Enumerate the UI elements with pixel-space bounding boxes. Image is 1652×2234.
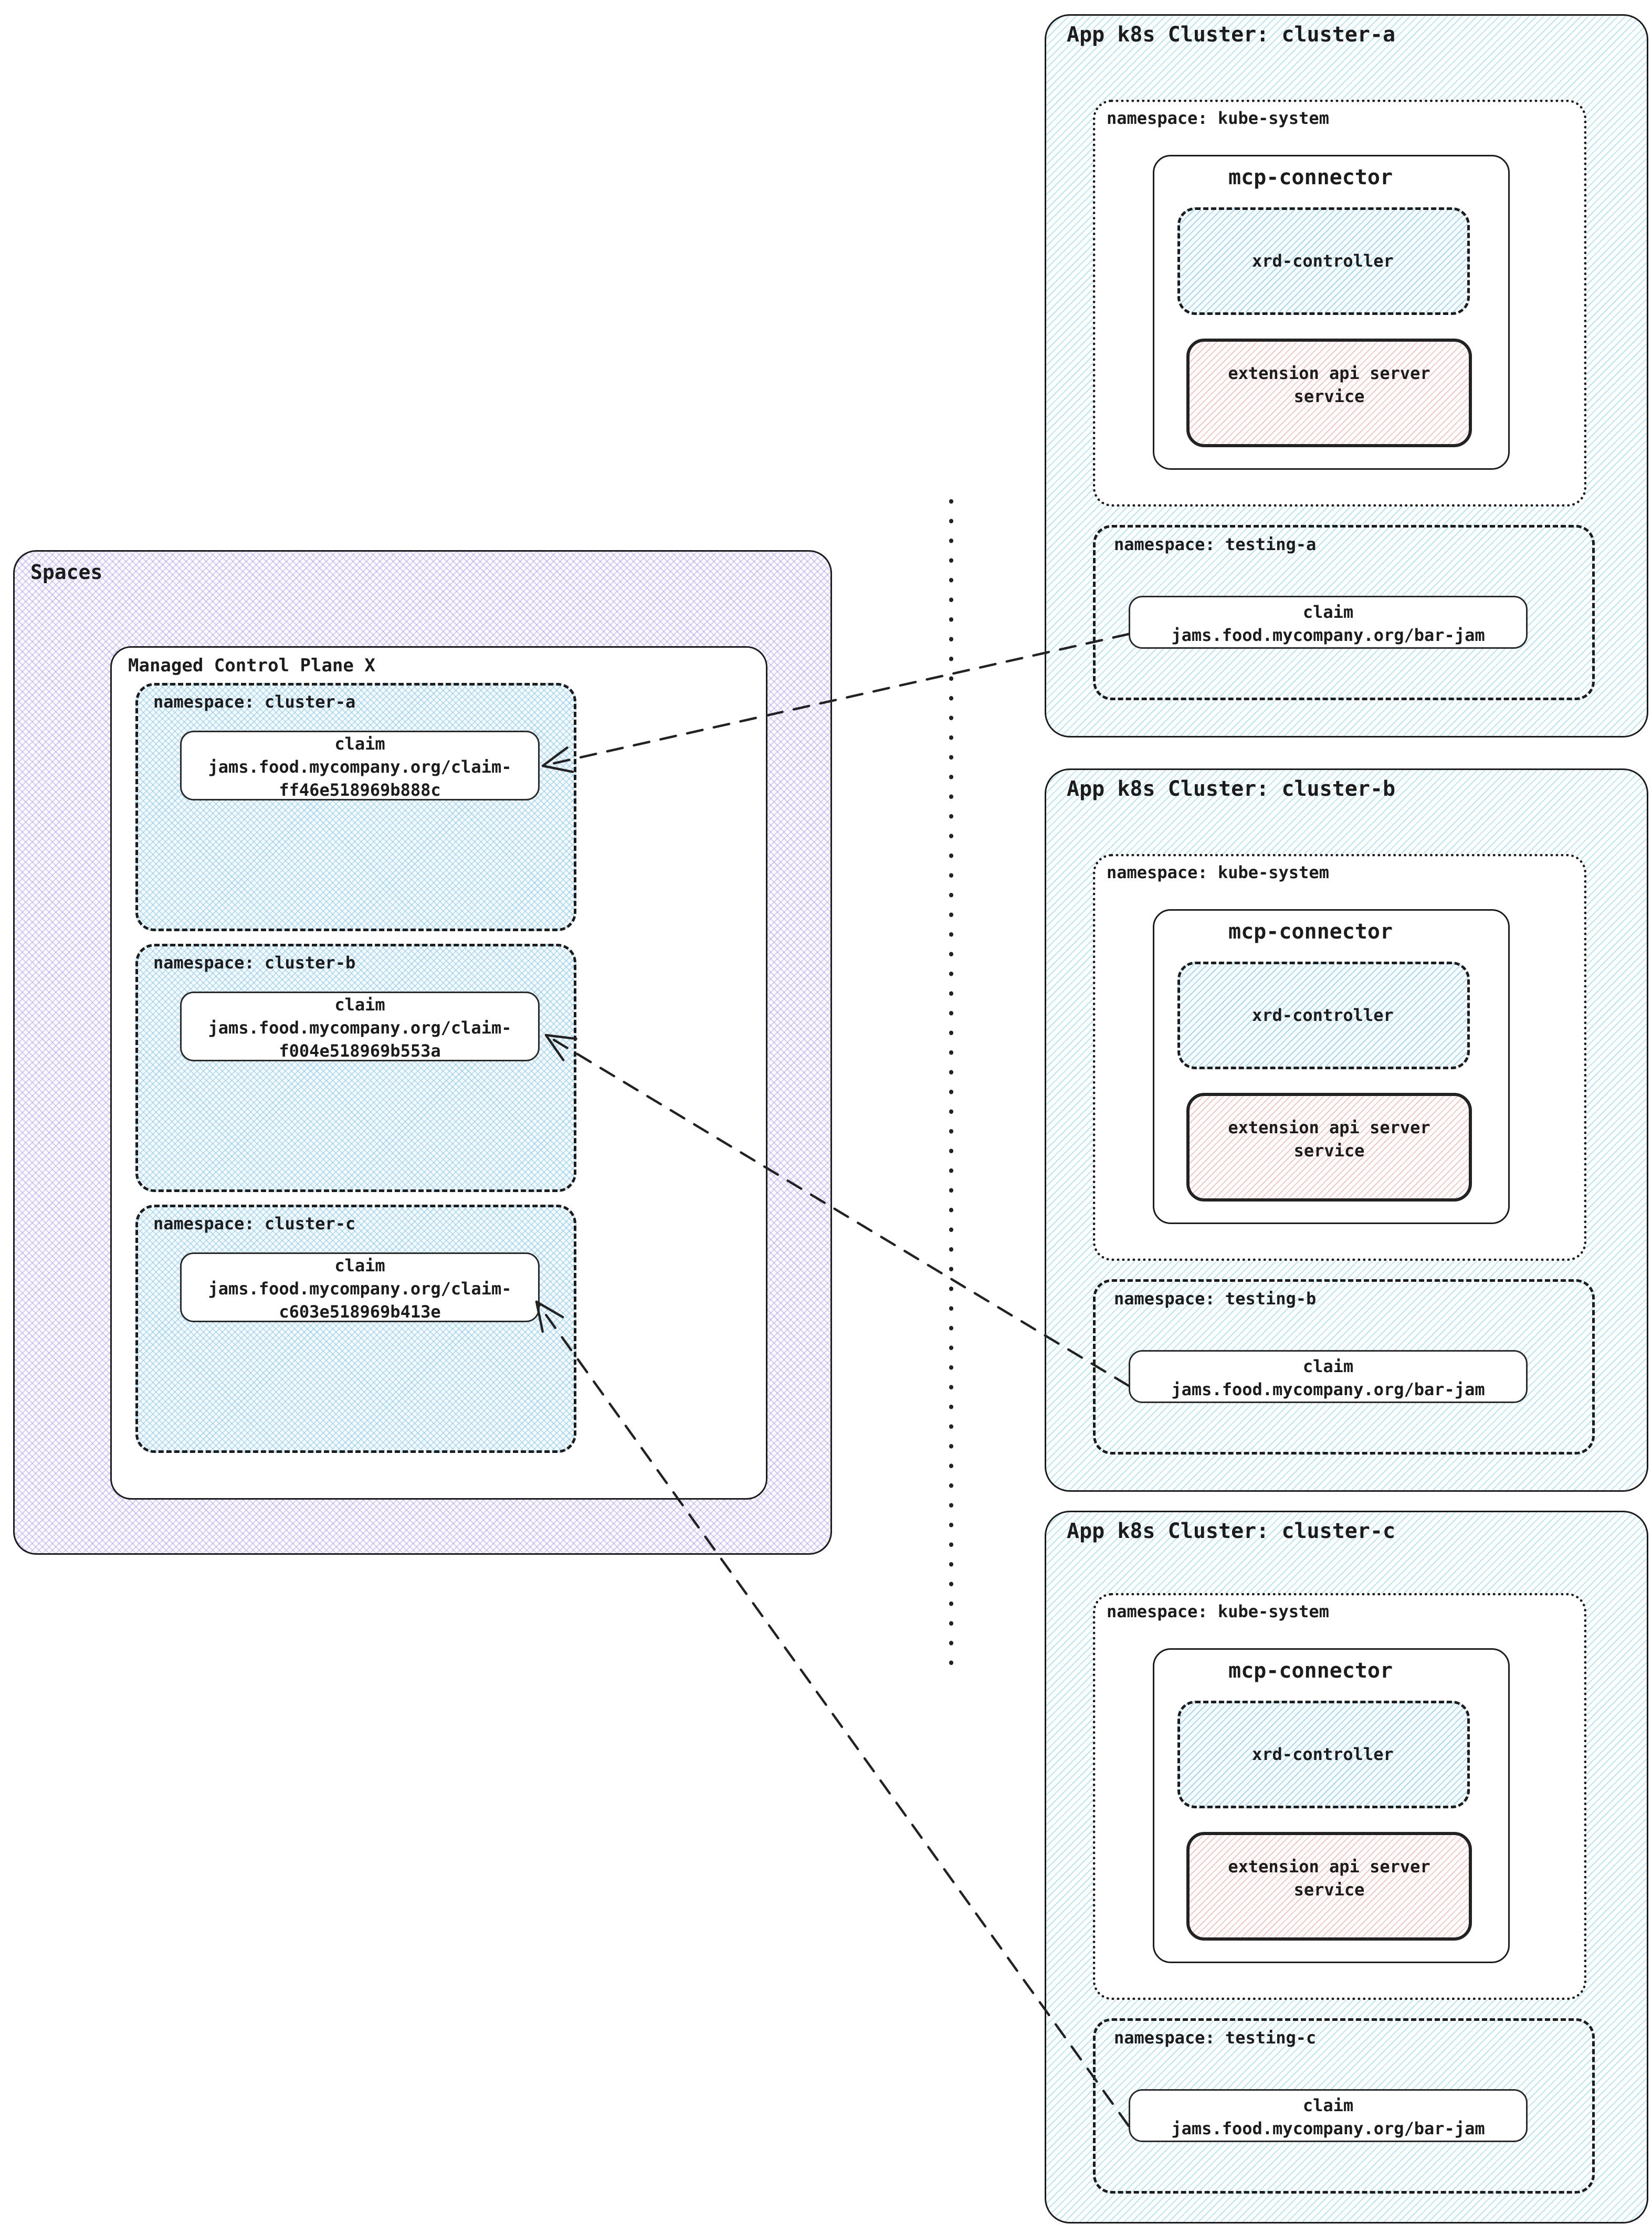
xrd-controller-label-b: xrd-controller bbox=[1252, 1005, 1394, 1025]
claim-c-line-2: jams.food.mycompany.org/claim- bbox=[208, 1279, 512, 1299]
spaces-label: Spaces bbox=[30, 561, 103, 584]
claim-c-line-1: claim bbox=[334, 1256, 385, 1276]
extension-api-line-2-b: service bbox=[1293, 1141, 1365, 1161]
claim-box-cluster-a: claim jams.food.mycompany.org/claim- ff4… bbox=[180, 731, 540, 800]
extension-api-line-2-a: service bbox=[1293, 386, 1365, 406]
extension-api-server-box-b: extension api server service bbox=[1186, 1093, 1472, 1202]
claim-box-cluster-b: claim jams.food.mycompany.org/claim- f00… bbox=[180, 992, 540, 1061]
testing-b-namespace-label: namespace: testing-b bbox=[1114, 1289, 1317, 1309]
extension-api-line-1-a: extension api server bbox=[1228, 363, 1430, 383]
claim-box-cluster-c: claim jams.food.mycompany.org/claim- c60… bbox=[180, 1252, 540, 1322]
xrd-controller-label-a: xrd-controller bbox=[1252, 251, 1394, 271]
namespace-cluster-c-box bbox=[135, 1205, 576, 1453]
kube-system-namespace-label-b: namespace: kube-system bbox=[1107, 862, 1329, 882]
bar-jam-claim-c-line-2: jams.food.mycompany.org/bar-jam bbox=[1171, 2119, 1485, 2138]
extension-api-line-1-c: extension api server bbox=[1228, 1857, 1430, 1877]
testing-a-namespace-box bbox=[1093, 525, 1595, 700]
bar-jam-claim-box-c: claim jams.food.mycompany.org/bar-jam bbox=[1129, 2089, 1528, 2142]
mcp-connector-label-b: mcp-connector bbox=[1228, 920, 1393, 944]
extension-api-line-1-b: extension api server bbox=[1228, 1118, 1430, 1137]
claim-a-line-2: jams.food.mycompany.org/claim- bbox=[208, 757, 512, 777]
namespace-cluster-b-label: namespace: cluster-b bbox=[153, 953, 356, 973]
claim-a-line-3: ff46e518969b888c bbox=[279, 780, 441, 800]
kube-system-namespace-label-a: namespace: kube-system bbox=[1107, 108, 1329, 128]
bar-jam-claim-a-line-1: claim bbox=[1302, 602, 1354, 622]
extension-api-server-box-c: extension api server service bbox=[1186, 1832, 1472, 1941]
bar-jam-claim-b-line-1: claim bbox=[1302, 1356, 1354, 1376]
bar-jam-claim-b-line-2: jams.food.mycompany.org/bar-jam bbox=[1171, 1379, 1485, 1399]
xrd-controller-box-c bbox=[1177, 1701, 1470, 1808]
namespace-cluster-b-box bbox=[135, 944, 576, 1192]
namespace-cluster-a-box bbox=[135, 683, 576, 931]
mcp-connector-label-c: mcp-connector bbox=[1228, 1659, 1393, 1683]
claim-c-line-3: c603e518969b413e bbox=[279, 1302, 441, 1322]
bar-jam-claim-box-b: claim jams.food.mycompany.org/bar-jam bbox=[1129, 1350, 1528, 1403]
claim-a-line-1: claim bbox=[334, 734, 385, 754]
app-cluster-c-title: App k8s Cluster: cluster-c bbox=[1067, 1519, 1396, 1543]
app-cluster-b-title: App k8s Cluster: cluster-b bbox=[1067, 777, 1396, 801]
app-cluster-a-title: App k8s Cluster: cluster-a bbox=[1067, 23, 1396, 47]
bar-jam-claim-box-a: claim jams.food.mycompany.org/bar-jam bbox=[1129, 596, 1528, 649]
namespace-cluster-a-label: namespace: cluster-a bbox=[153, 692, 356, 712]
xrd-controller-label-c: xrd-controller bbox=[1252, 1744, 1394, 1764]
xrd-controller-box-b bbox=[1177, 962, 1470, 1069]
bar-jam-claim-c-line-1: claim bbox=[1302, 2095, 1354, 2115]
mcp-connector-label-a: mcp-connector bbox=[1228, 165, 1393, 189]
extension-api-line-2-c: service bbox=[1293, 1880, 1365, 1900]
testing-c-namespace-label: namespace: testing-c bbox=[1114, 2028, 1317, 2048]
namespace-cluster-c-label: namespace: cluster-c bbox=[153, 1214, 356, 1234]
kube-system-namespace-label-c: namespace: kube-system bbox=[1107, 1601, 1329, 1621]
claim-b-line-1: claim bbox=[334, 995, 385, 1015]
testing-a-namespace-label: namespace: testing-a bbox=[1114, 534, 1317, 554]
xrd-controller-box-a bbox=[1177, 207, 1470, 315]
managed-control-plane-label: Managed Control Plane X bbox=[128, 655, 375, 676]
claim-b-line-3: f004e518969b553a bbox=[279, 1041, 441, 1061]
claim-b-line-2: jams.food.mycompany.org/claim- bbox=[208, 1018, 512, 1038]
extension-api-server-box-a: extension api server service bbox=[1186, 339, 1472, 447]
bar-jam-claim-a-line-2: jams.food.mycompany.org/bar-jam bbox=[1171, 625, 1485, 645]
